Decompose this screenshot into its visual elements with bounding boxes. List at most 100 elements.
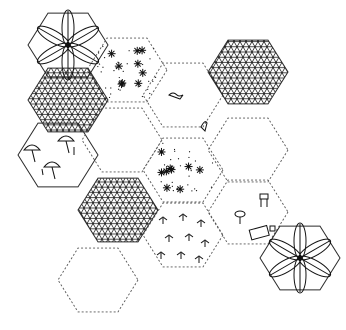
- speck: [118, 76, 120, 79]
- speck: [115, 67, 117, 69]
- star-mark: [114, 62, 123, 71]
- hex-triangle-grid-left: [27, 67, 109, 133]
- hex-outline: [57, 247, 139, 313]
- hex-outline: [142, 62, 224, 128]
- speck: [176, 187, 178, 189]
- umbrella-icon: [22, 144, 42, 163]
- speck: [166, 165, 168, 168]
- umbrella-icon: [56, 135, 76, 154]
- hex-empty-bottom-left: [57, 247, 139, 313]
- hex-triangle-grid-top-right: [207, 39, 289, 105]
- star-mark: [157, 168, 166, 177]
- speck: [188, 175, 190, 177]
- star-mark: [162, 183, 171, 192]
- petal-vein: [67, 27, 98, 46]
- hex-outline: [207, 39, 289, 105]
- tiles-layer: [17, 9, 341, 313]
- hex-outline: [17, 122, 99, 188]
- star-mark: [184, 162, 193, 171]
- hex-plants-bottom-center: [142, 202, 224, 268]
- hex-furniture-right: [207, 179, 289, 245]
- hex-empty-right: [207, 117, 289, 183]
- hex-flower-bottom-right: [259, 222, 341, 294]
- star-mark: [195, 165, 204, 174]
- speck: [141, 95, 143, 98]
- hex-outline: [207, 117, 289, 183]
- sprout-mark: [158, 216, 168, 224]
- speck: [194, 188, 196, 190]
- figure-mark: [41, 147, 75, 176]
- triangle-pattern: [208, 40, 288, 104]
- speck: [117, 61, 119, 63]
- speck: [110, 87, 112, 89]
- hex-umbrellas-left: [17, 122, 99, 188]
- sprout-mark: [196, 219, 206, 227]
- star-mark: [138, 46, 147, 55]
- speck: [176, 189, 178, 191]
- speck: [103, 57, 106, 59]
- speck: [160, 181, 162, 183]
- speck: [97, 65, 99, 68]
- hex-outline: [27, 67, 109, 133]
- speck: [187, 184, 189, 186]
- star-mark: [176, 185, 185, 194]
- speck: [108, 96, 111, 99]
- speck: [153, 48, 155, 50]
- speck: [128, 50, 130, 52]
- speck: [163, 164, 166, 166]
- hex-empty-top-middle: [142, 62, 224, 132]
- star-mark: [133, 59, 142, 68]
- hex-outline: [77, 177, 159, 243]
- petal: [268, 238, 302, 261]
- speck: [98, 52, 100, 54]
- sprout-mark: [178, 213, 188, 221]
- star-mark: [138, 68, 147, 77]
- hex-outline: [142, 202, 224, 268]
- speck: [191, 190, 193, 192]
- speck: [113, 70, 115, 72]
- speck: [119, 89, 121, 91]
- speck: [174, 150, 176, 152]
- star-mark: [134, 79, 143, 88]
- speck: [210, 186, 213, 188]
- speck: [190, 170, 192, 172]
- speck: [162, 142, 164, 144]
- speck: [166, 169, 168, 172]
- sprout-mark: [194, 255, 204, 263]
- sprout-mark: [164, 234, 174, 242]
- speck: [126, 63, 128, 65]
- sprout-mark: [156, 251, 166, 259]
- speck: [147, 88, 149, 90]
- speck: [142, 63, 144, 66]
- furniture-icon: [234, 193, 276, 241]
- speck: [102, 66, 104, 68]
- speck: [149, 92, 151, 95]
- speck: [117, 88, 120, 90]
- speck: [102, 45, 104, 48]
- petal-vein: [299, 257, 330, 276]
- hex-outline: [259, 225, 341, 291]
- petal: [36, 25, 70, 48]
- star-mark: [167, 165, 176, 174]
- bird-icon: [200, 121, 208, 132]
- star-mark: [117, 80, 126, 89]
- speck: [173, 148, 176, 151]
- petal-vein: [299, 240, 330, 259]
- petal-vein: [67, 44, 98, 63]
- hex-outline: [142, 137, 224, 203]
- speck: [138, 85, 141, 87]
- speck: [171, 185, 173, 187]
- petal-vein: [38, 44, 69, 63]
- speck: [148, 80, 150, 82]
- speck: [152, 80, 154, 83]
- speck: [198, 170, 201, 172]
- speck: [155, 76, 157, 78]
- speck: [188, 156, 190, 159]
- speck: [160, 151, 162, 154]
- speck: [188, 151, 191, 153]
- petal-vein: [270, 257, 301, 276]
- speck: [171, 181, 173, 183]
- speck: [179, 165, 182, 167]
